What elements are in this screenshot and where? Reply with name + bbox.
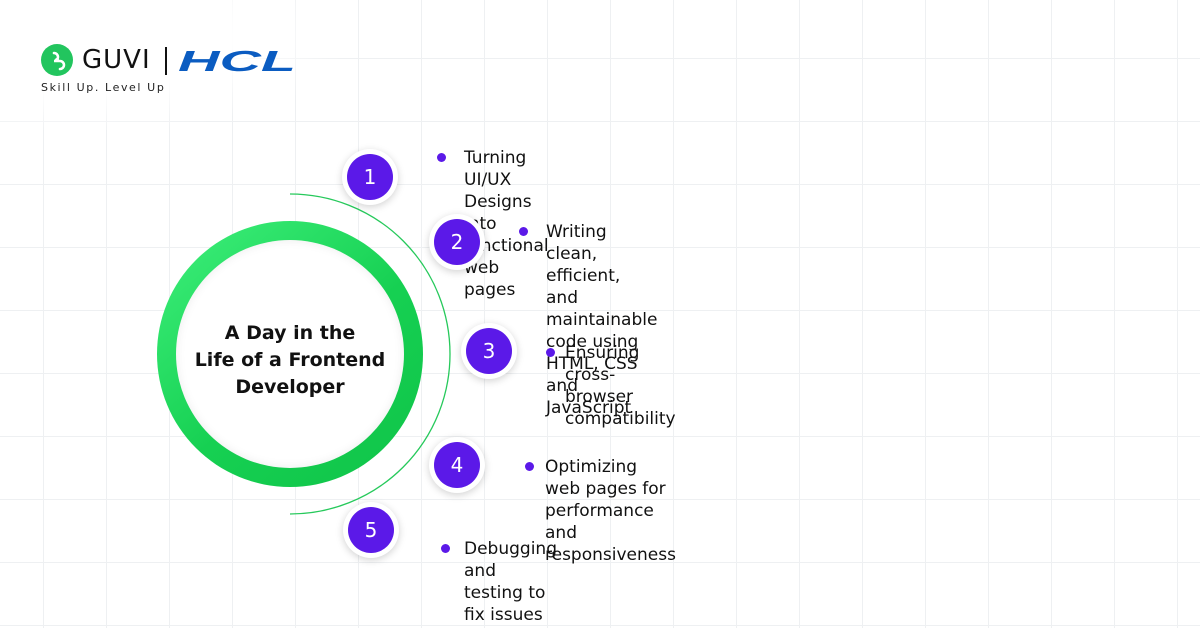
step-badge-3: 3 <box>461 323 517 379</box>
hcl-wordmark: HCL <box>178 46 296 76</box>
hcl-logo: HCL <box>178 46 296 76</box>
bullet-icon <box>441 544 450 553</box>
step-number: 1 <box>347 154 393 200</box>
center-ring <box>157 221 423 487</box>
step-badge-4: 4 <box>429 437 485 493</box>
step-text: Writing clean, efficient, and maintainab… <box>546 221 657 419</box>
bullet-icon <box>525 462 534 471</box>
step-text-line: Ensuring cross-browser compatibility <box>565 343 676 429</box>
bullet-icon <box>546 348 555 357</box>
step-text: Debugging and testing to fix issues <box>464 538 557 626</box>
step-number: 3 <box>466 328 512 374</box>
center-title-line: A Day in the <box>224 322 356 344</box>
bullet-icon <box>519 227 528 236</box>
guvi-logo-icon <box>41 44 73 76</box>
step-badge-2: 2 <box>429 214 485 270</box>
brand-logo: GUVI HCL Skill Up. Level Up <box>41 42 311 102</box>
center-ring-inner <box>176 240 404 468</box>
step-number: 5 <box>348 507 394 553</box>
logo-divider <box>165 47 167 75</box>
step-badge-1: 1 <box>342 149 398 205</box>
step-text: Optimizing web pages for performance and… <box>545 456 676 566</box>
center-title: A Day in the Life of a Frontend Develope… <box>175 320 405 401</box>
step-badge-5: 5 <box>343 502 399 558</box>
step-number: 2 <box>434 219 480 265</box>
center-title-line: Life of a Frontend <box>194 349 386 371</box>
step-text-line: Debugging and testing to fix issues <box>464 539 557 625</box>
step-text-line: HTML, CSS and JavaScript <box>546 354 638 418</box>
step-text-line: responsiveness <box>545 545 676 565</box>
step-number: 4 <box>434 442 480 488</box>
guvi-wordmark: GUVI <box>82 45 151 75</box>
step-text: Ensuring cross-browser compatibility <box>565 342 676 430</box>
center-title-line: Developer <box>235 376 345 398</box>
step-text-line: Optimizing web pages for performance and <box>545 457 666 543</box>
bullet-icon <box>437 153 446 162</box>
brand-tagline: Skill Up. Level Up <box>41 81 166 94</box>
arc-line <box>289 193 451 515</box>
step-text-line: Writing clean, efficient, and maintainab… <box>546 222 658 352</box>
